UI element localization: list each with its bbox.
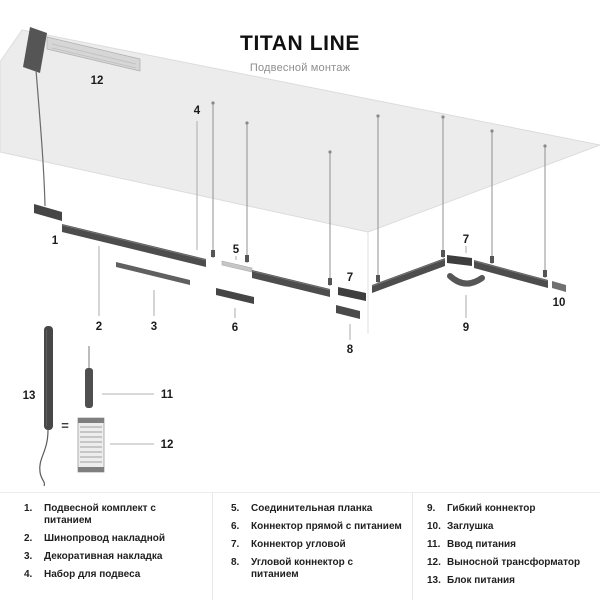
corner-power-connector xyxy=(336,305,360,319)
end-cap xyxy=(552,281,566,292)
equals-sign: = xyxy=(61,418,69,433)
legend-item: 5. Соединительная планка xyxy=(231,503,402,515)
legend-item-label: Заглушка xyxy=(447,521,494,532)
legend-item-number: 8. xyxy=(231,557,240,568)
straight-power-connector xyxy=(216,288,254,304)
mounting-diagram: 12 1 xyxy=(0,27,600,487)
callout-7-corner: 7 xyxy=(347,272,353,284)
transformer-fins xyxy=(80,426,102,463)
callout-12-top: 12 xyxy=(91,75,104,87)
callout-12-side: 12 xyxy=(161,439,174,451)
legend-item: 6. Коннектор прямой с питанием xyxy=(231,521,402,533)
legend-item-label: Выносной трансформатор xyxy=(447,557,581,568)
page-title: TITAN LINE xyxy=(240,32,360,55)
decorative-cover xyxy=(116,262,190,285)
legend-item-label: Коннектор угловой xyxy=(251,539,346,550)
legend-item-number: 6. xyxy=(231,521,240,532)
remote-transformer-ceiling xyxy=(23,27,141,73)
cable-grippers xyxy=(211,250,547,285)
legend-item-number: 7. xyxy=(231,539,240,550)
callout-10: 10 xyxy=(553,297,566,309)
page-subtitle: Подвесной монтаж xyxy=(249,62,351,74)
legend-item: 2. Шинопровод накладной xyxy=(24,533,202,545)
legend-item-number: 12. xyxy=(427,557,441,568)
legend-item-label: Блок питания xyxy=(447,575,515,586)
legend-item: 4. Набор для подвеса xyxy=(24,569,202,581)
transformer-body xyxy=(23,27,47,73)
legend-item-label: Шинопровод накладной xyxy=(44,533,166,544)
legend-item-number: 4. xyxy=(24,569,33,580)
legend-item: 3. Декоративная накладка xyxy=(24,551,202,563)
callout-3: 3 xyxy=(151,321,157,333)
legend-item-label: Ввод питания xyxy=(447,539,517,550)
legend-item-label: Набор для подвеса xyxy=(44,569,141,580)
legend-item-number: 10. xyxy=(427,521,441,532)
legend-item: 7. Коннектор угловой xyxy=(231,539,402,551)
power-input xyxy=(85,346,93,408)
track-segment-d xyxy=(474,260,548,288)
callout-11: 11 xyxy=(161,389,174,401)
legend-column-1: 1. Подвесной комплект с питанием 2. Шино… xyxy=(0,493,212,600)
callout-2: 2 xyxy=(96,321,102,333)
legend-item-label: Подвесной комплект с питанием xyxy=(44,503,156,526)
callout-7-bend: 7 xyxy=(463,234,469,246)
supply-wire xyxy=(39,429,49,487)
callout-8: 8 xyxy=(347,344,354,356)
callout-1: 1 xyxy=(52,235,59,247)
legend: 1. Подвесной комплект с питанием 2. Шино… xyxy=(0,492,600,600)
callout-9: 9 xyxy=(463,322,469,334)
ceiling-plane xyxy=(0,29,600,233)
legend-item: 10. Заглушка xyxy=(427,521,590,533)
legend-item-number: 5. xyxy=(231,503,240,514)
suspension-power-kit xyxy=(34,204,62,221)
ceiling-anchors xyxy=(211,101,547,154)
legend-item-label: Коннектор прямой с питанием xyxy=(251,521,402,532)
track-segment-a xyxy=(62,224,206,267)
legend-item-number: 3. xyxy=(24,551,33,562)
callout-6: 6 xyxy=(232,322,238,334)
legend-item-label: Декоративная накладка xyxy=(44,551,163,562)
callout-4: 4 xyxy=(194,105,201,117)
callout-5: 5 xyxy=(233,244,240,256)
angle-connector-corner xyxy=(338,287,366,301)
legend-item: 1. Подвесной комплект с питанием xyxy=(24,503,202,527)
legend-column-3: 9. Гибкий коннектор 10. Заглушка 11. Вво… xyxy=(412,493,600,600)
legend-item: 13. Блок питания xyxy=(427,575,590,587)
legend-item-label: Гибкий коннектор xyxy=(447,503,536,514)
power-supply-block xyxy=(39,326,53,487)
legend-item-number: 11. xyxy=(427,539,441,550)
legend-item-label: Соединительная планка xyxy=(251,503,373,514)
suspension-cables xyxy=(212,104,546,286)
legend-column-2: 5. Соединительная планка 6. Коннектор пр… xyxy=(212,493,412,600)
angle-connector-bend xyxy=(447,255,472,266)
legend-item: 12. Выносной трансформатор xyxy=(427,557,590,569)
legend-item: 9. Гибкий коннектор xyxy=(427,503,590,515)
legend-item-label: Угловой коннектор с питанием xyxy=(251,557,354,580)
flexible-connector xyxy=(447,273,485,287)
legend-item-number: 9. xyxy=(427,503,436,514)
power-wire xyxy=(35,69,46,207)
track-segment-c xyxy=(372,258,445,293)
track-segment-b xyxy=(252,270,330,297)
header: TITAN LINE Подвесной монтаж xyxy=(0,32,600,74)
legend-item-number: 2. xyxy=(24,533,33,544)
callout-13: 13 xyxy=(23,390,36,402)
legend-item-number: 13. xyxy=(427,575,441,586)
legend-item: 11. Ввод питания xyxy=(427,539,590,551)
legend-item-number: 1. xyxy=(24,503,33,514)
remote-transformer-side xyxy=(77,417,105,473)
legend-item: 8. Угловой коннектор с питанием xyxy=(231,557,402,581)
